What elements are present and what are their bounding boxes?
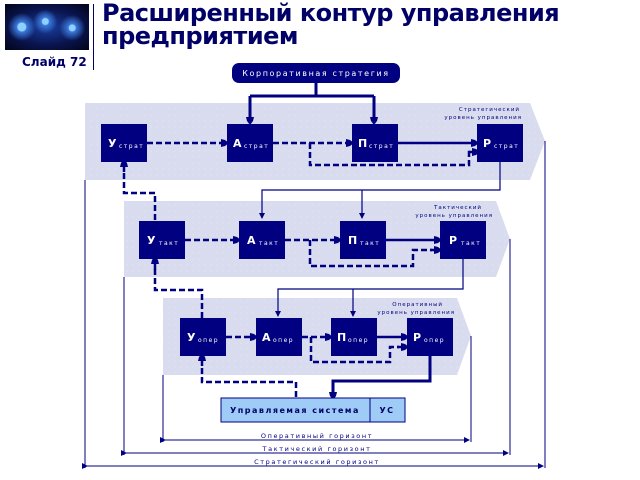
box-shape — [331, 318, 377, 356]
diagram-text: опер — [424, 337, 445, 344]
box-a-oper: А опер — [256, 318, 302, 356]
box-a-strat: А страт — [227, 124, 273, 162]
corporate-strategy-label: Корпоративная стратегия — [242, 69, 389, 78]
box-shape — [340, 221, 386, 259]
diagram-text: страт — [494, 143, 519, 150]
box-shape — [239, 221, 285, 259]
connector-arrow — [275, 259, 464, 317]
diagram-text: П — [348, 234, 357, 247]
strategic-level-label-2: уровень управления — [444, 115, 522, 121]
box-shape — [407, 318, 453, 356]
box-u-strat: У страт — [101, 124, 147, 162]
box-r-takt: Р такт — [440, 221, 486, 259]
box-p-oper: П опер — [331, 318, 377, 356]
strategic-horizon: Стратегический горизонт — [82, 458, 544, 469]
diagram-text: А — [262, 331, 271, 344]
strategic-level-band — [85, 103, 545, 180]
connector-arrow — [200, 365, 298, 397]
diagram-text: опер — [198, 337, 219, 344]
diagram-text: А — [233, 137, 242, 150]
box-r-oper: Р опер — [407, 318, 453, 356]
diagram-text: Оперативный горизонт — [261, 432, 373, 440]
diagram-text: Тактический горизонт — [262, 445, 372, 453]
corporate-strategy-node: Корпоративная стратегия — [232, 63, 400, 83]
box-a-takt: А такт — [239, 221, 285, 259]
diagram-text: Р — [483, 137, 491, 150]
diagram-text: У — [108, 137, 117, 150]
box-shape — [227, 124, 273, 162]
diagram-text: страт — [119, 143, 144, 150]
box-u-oper: У опер — [180, 318, 226, 356]
header-divider — [93, 4, 94, 70]
diagram-text: такт — [159, 240, 179, 247]
tactical-horizon: Тактический горизонт — [121, 445, 509, 456]
box-shape — [256, 318, 302, 356]
box-u-takt: У такт — [139, 221, 185, 259]
tactical-level-label-2: уровень управления — [415, 213, 493, 219]
diagram-text: У — [147, 234, 156, 247]
box-shape — [440, 221, 486, 259]
box-shape — [232, 63, 400, 83]
corp-connector — [248, 83, 376, 118]
diagram-text: такт — [461, 240, 481, 247]
connector-arrow — [122, 170, 157, 220]
operational-level-label-1: Оперативный — [392, 301, 443, 308]
box-shape — [139, 221, 185, 259]
connector-arrow — [259, 162, 501, 219]
diagram-text: У — [187, 331, 196, 344]
connector-arrow — [308, 240, 432, 268]
diagram-text: такт — [360, 240, 380, 247]
box-p-strat: П страт — [352, 124, 398, 162]
box-r-strat: Р страт — [477, 124, 523, 162]
strategic-level-label-1: Стратегический — [459, 106, 520, 113]
box-shape — [220, 397, 406, 423]
box-shape — [477, 124, 523, 162]
diagram-text: Р — [449, 234, 457, 247]
tactical-level-label-1: Тактический — [433, 204, 482, 211]
connector-arrow — [331, 356, 432, 392]
managed-system-label: Управляемая система — [230, 406, 360, 415]
diagram-text: Р — [413, 331, 421, 344]
diagram-text: опер — [273, 337, 294, 344]
diagram-text: Стратегический горизонт — [254, 458, 380, 466]
operational-horizon: Оперативный горизонт — [160, 432, 470, 443]
managed-system-abbr: УС — [379, 406, 394, 415]
slide-number: Слайд 72 — [22, 55, 87, 69]
diagram-text: А — [247, 234, 256, 247]
box-shape — [101, 124, 147, 162]
diagram-text: страт — [369, 143, 394, 150]
diagram-text: такт — [259, 240, 279, 247]
box-shape — [180, 318, 226, 356]
diagram-text: страт — [244, 143, 269, 150]
page-title: Расширенный контур управления предприяти… — [102, 0, 560, 50]
diagram-text: опер — [348, 337, 369, 344]
world-map-logo — [5, 4, 89, 50]
connector-arrow — [308, 143, 475, 167]
diagram-text: П — [358, 137, 367, 150]
connector-arrow — [153, 268, 204, 318]
managed-system-node: Управляемая система УС — [220, 397, 406, 423]
connector-arrow — [309, 337, 399, 364]
diagram-text: П — [337, 331, 346, 344]
operational-level-label-2: уровень управления — [377, 310, 455, 316]
box-p-takt: П такт — [340, 221, 386, 259]
box-shape — [352, 124, 398, 162]
